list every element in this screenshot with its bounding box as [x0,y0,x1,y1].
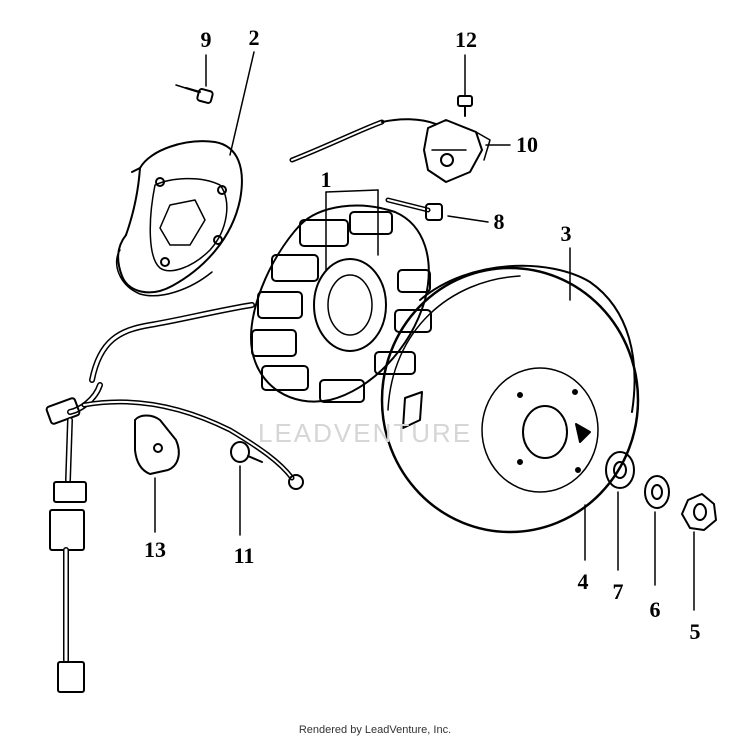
part-5-nut [681,493,717,531]
callout-11: 11 [233,543,255,568]
part-7-washer [605,451,635,489]
callout-12: 12 [455,27,477,52]
watermark: LEADVENTURE [258,418,473,448]
part-3-flywheel [380,264,640,534]
callout-7: 7 [612,579,624,604]
wiring-harness [45,302,304,693]
callout-10: 10 [516,132,538,157]
callout-6: 6 [649,597,661,622]
callout-1: 1 [320,167,332,192]
part-2-cover-plate [115,140,243,297]
part-6-washer [644,475,670,509]
callout-3: 3 [560,221,572,246]
part-1-stator [250,204,432,403]
callout-2: 2 [248,25,260,50]
leader-lines [154,51,695,611]
callout-4: 4 [577,569,589,594]
callout-13: 13 [144,537,166,562]
part-9-screw [175,84,214,104]
callout-5: 5 [689,619,701,644]
part-8-bolt [385,197,443,221]
callout-9: 9 [200,27,212,52]
part-13-clamp [134,414,180,475]
callout-8: 8 [493,209,505,234]
part-11-screw [230,441,263,463]
part-10-pickup-coil [289,118,491,183]
footer-credit: Rendered by LeadVenture, Inc. [298,724,452,736]
part-12-screw [457,95,473,117]
